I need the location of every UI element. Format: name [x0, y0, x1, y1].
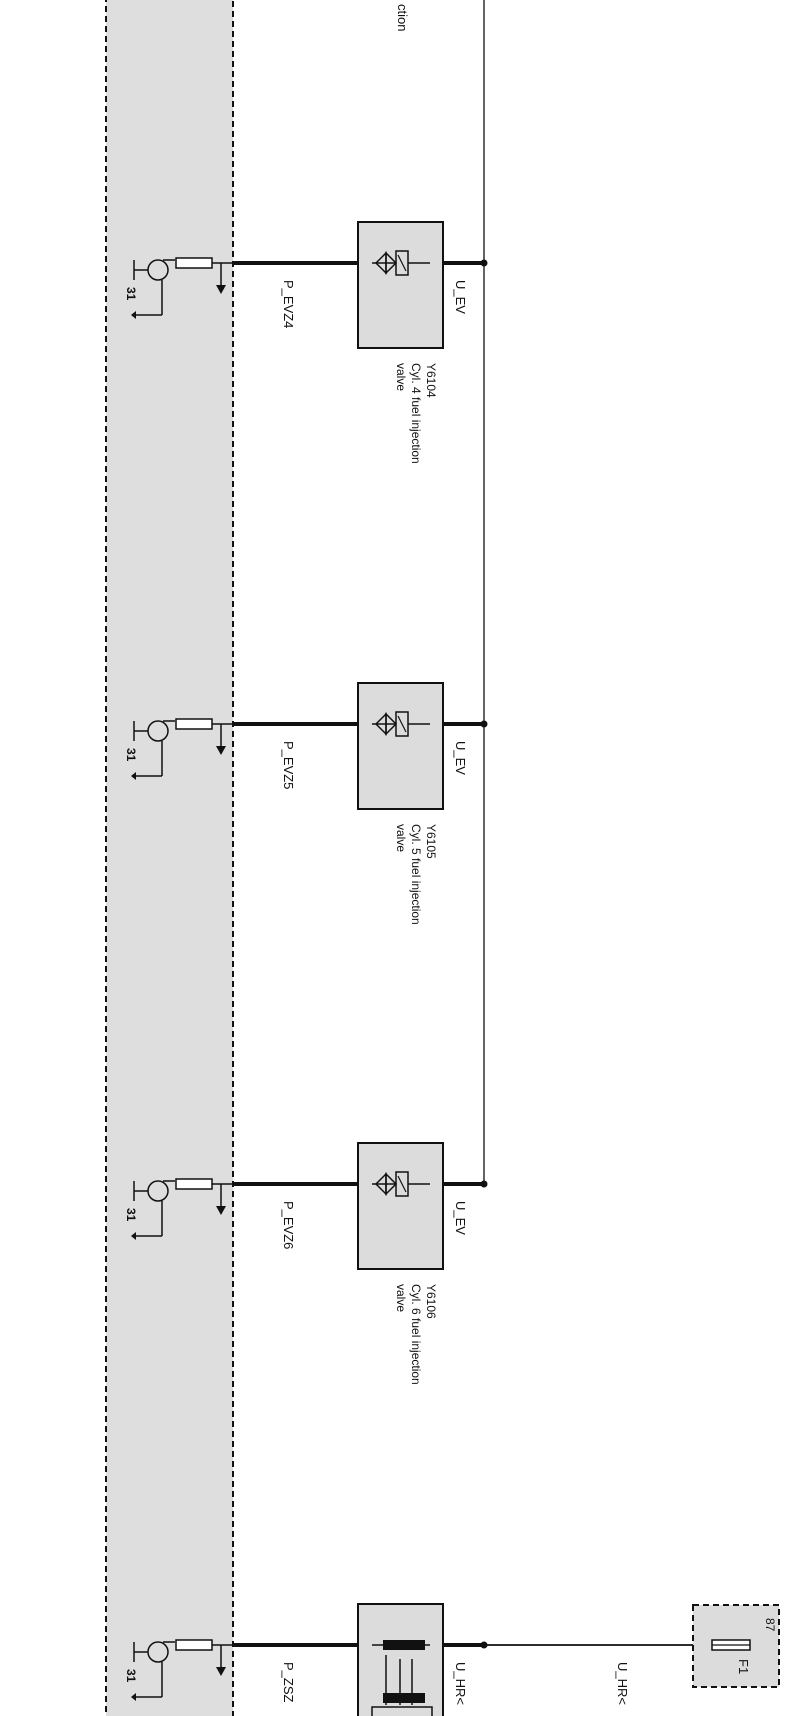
signal-label: P_EVZ6	[281, 1201, 296, 1249]
ground-pin-label: 31	[124, 287, 138, 301]
transistor-icon	[131, 1641, 175, 1701]
fuse-pin-label: 87	[763, 1618, 777, 1632]
channel-y6104: 31 P_EVZ4 U_EV Y6104 Cyl. 4 fuel injecti…	[124, 221, 488, 464]
ground-pin-label: 31	[124, 1208, 138, 1222]
ecu-partial-label: ction	[395, 4, 410, 31]
component-id: Y6104	[424, 363, 438, 398]
arrow-down-icon	[216, 285, 226, 294]
transistor-icon	[131, 259, 175, 319]
arrow-down-icon	[216, 746, 226, 755]
supply-label: U_EV	[453, 1201, 468, 1235]
ground-pin-label: 31	[124, 748, 138, 762]
arrow-down-icon	[216, 1667, 226, 1676]
component-desc-1: Cyl. 5 fuel injection	[409, 824, 423, 925]
resistor-icon	[175, 718, 213, 730]
supply-label: U_HR<	[453, 1662, 468, 1705]
fuse-icon	[711, 1639, 751, 1651]
signal-label: P_EVZ5	[281, 741, 296, 789]
channel-ignition: 31 P_ZSZ U_HR< U_HR< 87 F1	[124, 1603, 780, 1716]
supply-label: U_EV	[453, 280, 468, 314]
injector-box	[357, 682, 444, 810]
ground-pin-label: 31	[124, 1669, 138, 1683]
resistor-icon	[175, 257, 213, 269]
ignition-coil-icon	[371, 1640, 433, 1716]
transistor-icon	[131, 720, 175, 780]
injector-box	[357, 221, 444, 349]
supply-far-label: U_HR<	[615, 1662, 630, 1705]
component-id: Y6105	[424, 824, 438, 859]
junction-dot	[480, 259, 488, 267]
ecu-block	[105, 0, 234, 1716]
component-desc-2: valve	[394, 1284, 408, 1312]
fuse-label: F1	[736, 1659, 751, 1674]
component-desc-1: Cyl. 4 fuel injection	[409, 363, 423, 464]
injector-valve-icon	[372, 1171, 430, 1197]
signal-label: P_ZSZ	[281, 1662, 296, 1703]
channel-y6105: 31 P_EVZ5 U_EV Y6105 Cyl. 5 fuel injecti…	[124, 682, 488, 925]
component-desc-1: Cyl. 6 fuel injection	[409, 1284, 423, 1385]
component-id: Y6106	[424, 1284, 438, 1319]
injector-valve-icon	[372, 711, 430, 737]
arrow-down-icon	[216, 1206, 226, 1215]
component-desc-2: valve	[394, 824, 408, 852]
component-desc-2: valve	[394, 363, 408, 391]
junction-dot	[480, 1180, 488, 1188]
injector-valve-icon	[372, 250, 430, 276]
signal-label: P_EVZ4	[281, 280, 296, 328]
injector-box	[357, 1142, 444, 1270]
transistor-icon	[131, 1180, 175, 1240]
junction-dot	[480, 720, 488, 728]
supply-label: U_EV	[453, 741, 468, 775]
resistor-icon	[175, 1639, 213, 1651]
resistor-icon	[175, 1178, 213, 1190]
channel-y6106: 31 P_EVZ6 U_EV Y6106 Cyl. 6 fuel injecti…	[124, 1142, 488, 1385]
